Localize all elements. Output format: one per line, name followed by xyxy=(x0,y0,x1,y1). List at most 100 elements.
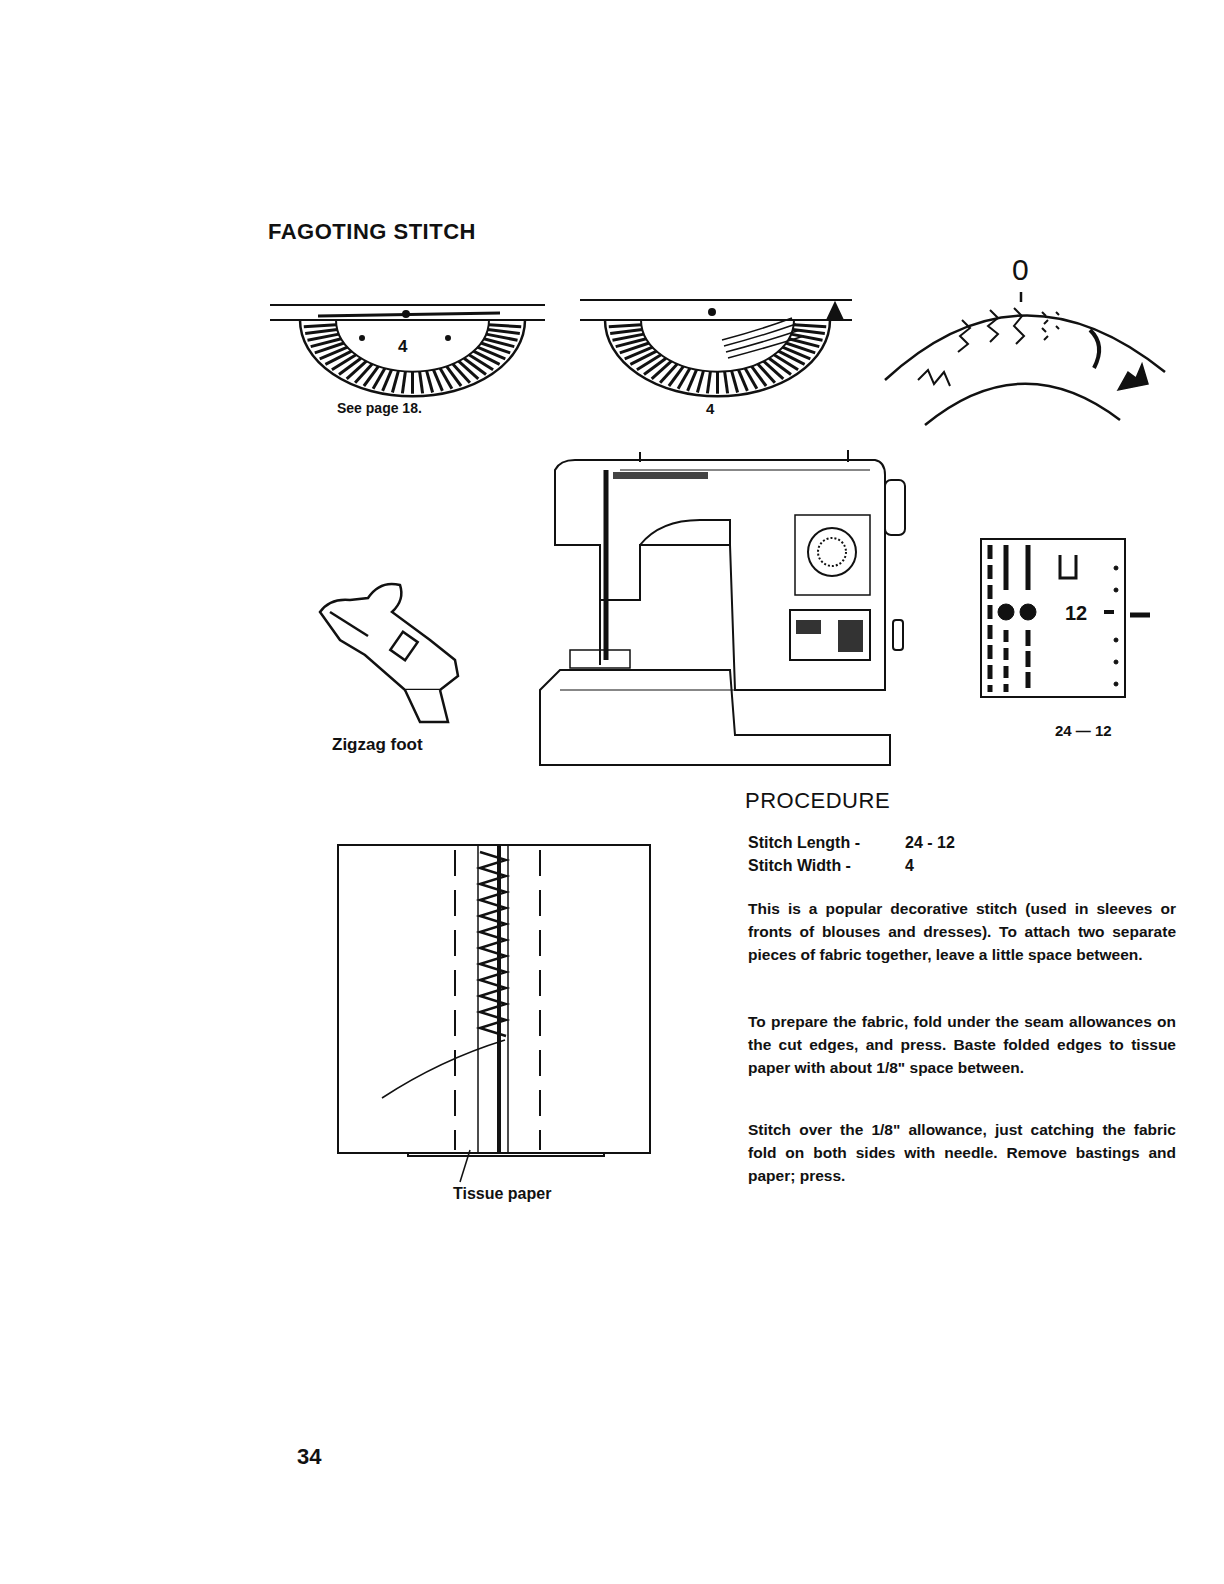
dial-ridge xyxy=(779,351,805,364)
panel-line xyxy=(580,319,852,321)
dial-ridge xyxy=(464,358,486,374)
page-reference: See page 18. xyxy=(337,400,422,417)
dial-ridge xyxy=(697,371,703,393)
dial-ridge xyxy=(383,370,392,391)
dial-ridge xyxy=(688,370,697,391)
leader-line xyxy=(460,1150,470,1182)
pattern-dial xyxy=(818,538,846,566)
foot-shank xyxy=(405,690,448,722)
dial-ridge xyxy=(783,347,811,359)
dial-ridge xyxy=(332,355,356,370)
dial-ridge xyxy=(355,364,372,383)
scale-dot xyxy=(1114,566,1118,570)
needle-plate xyxy=(570,650,630,668)
dial-ridge xyxy=(427,371,433,393)
instruction-text: This is a popular decorative stitch (use… xyxy=(748,897,1176,966)
dial-ridge xyxy=(489,325,522,327)
dial-ridge xyxy=(652,361,672,379)
stitch-symbol xyxy=(1090,330,1099,368)
handwheel xyxy=(885,480,905,535)
brand-plate xyxy=(613,472,708,479)
dial-ridge xyxy=(411,372,414,394)
scale-dot xyxy=(998,604,1014,620)
dial-ridge xyxy=(305,330,337,334)
instruction-text: To prepare the fabric, fold under the se… xyxy=(748,1010,1176,1079)
scale-line xyxy=(1004,630,1009,692)
dial-ridge xyxy=(304,325,337,327)
pointer xyxy=(1020,292,1023,302)
dial-ridge xyxy=(613,334,644,340)
setting-value: 24 - 12 xyxy=(905,833,955,852)
fold-line xyxy=(477,845,479,1153)
dial-ridge xyxy=(745,368,757,389)
dial-ridge xyxy=(420,372,423,394)
dial-ridge xyxy=(469,355,493,370)
dial-ridge xyxy=(716,372,719,394)
dial-ridge xyxy=(339,358,361,374)
dial-ridge xyxy=(459,361,479,379)
scale-line xyxy=(988,545,993,692)
control-window xyxy=(838,620,863,652)
stitch-symbol xyxy=(1014,308,1024,344)
instruction-text: Stitch over the 1/8" allowance, just cat… xyxy=(748,1118,1176,1187)
dial-dot xyxy=(446,336,450,340)
sewing-machine xyxy=(540,450,905,765)
machine-body xyxy=(555,460,885,690)
dial-ridge xyxy=(474,351,500,364)
foot-toe xyxy=(330,612,368,636)
pattern-dial xyxy=(808,528,856,576)
fagoting-stitches xyxy=(480,852,506,1036)
dial-ridge xyxy=(478,347,506,359)
setting-name: Stitch Width - xyxy=(748,856,851,875)
fabric-piece xyxy=(500,845,650,1153)
basting-line xyxy=(539,850,541,1150)
stitch-symbol xyxy=(958,320,970,352)
indicator-number: 12 xyxy=(1064,603,1088,623)
scale-symbol xyxy=(1060,555,1076,578)
scale-dot xyxy=(1114,638,1118,642)
scale-line xyxy=(1004,545,1009,590)
dial-ridge xyxy=(794,325,827,327)
dial-ridge xyxy=(325,351,351,364)
stitch-width-dial xyxy=(580,300,852,396)
dial-rim xyxy=(300,320,525,396)
dial-ridge xyxy=(644,358,666,374)
stitch-length-dial xyxy=(270,305,545,396)
fabric-illustration xyxy=(338,845,650,1182)
dial-ridge xyxy=(732,371,738,393)
dial-rim xyxy=(605,320,830,396)
panel-line xyxy=(270,304,545,306)
setting-name: Stitch Length - xyxy=(748,833,860,852)
bed-line xyxy=(560,689,735,690)
scale-dot xyxy=(1114,682,1118,686)
dial-setting: 4 xyxy=(706,400,714,418)
callout-label: Tissue paper xyxy=(453,1184,551,1203)
presser-bar xyxy=(599,600,601,665)
spool-pin xyxy=(847,450,849,462)
scale-line xyxy=(1026,545,1031,590)
control-window xyxy=(796,620,821,634)
setting-marker xyxy=(1130,613,1150,618)
dial-ridge xyxy=(347,361,367,379)
needle-opening xyxy=(390,632,417,660)
dial-ridge xyxy=(433,370,442,391)
dial-ridge xyxy=(738,370,747,391)
dial-mark xyxy=(403,311,409,317)
panel-line xyxy=(580,299,852,301)
thread xyxy=(382,1040,505,1098)
pattern-selector xyxy=(885,292,1165,425)
needle-bar xyxy=(604,470,609,660)
control-panel xyxy=(790,610,870,660)
scale-dot xyxy=(1114,588,1118,592)
pointer-zero: 0 xyxy=(1012,252,1029,288)
dial-panel xyxy=(795,515,870,595)
dial-ridge xyxy=(707,372,710,394)
dial-ridge xyxy=(660,364,677,383)
page-title: FAGOTING STITCH xyxy=(268,219,476,245)
dial-ridge xyxy=(725,372,728,394)
dial-mark xyxy=(709,309,715,315)
dial-number: 4 xyxy=(398,337,407,357)
zigzag-foot xyxy=(320,584,458,722)
foot-sole xyxy=(320,584,458,690)
